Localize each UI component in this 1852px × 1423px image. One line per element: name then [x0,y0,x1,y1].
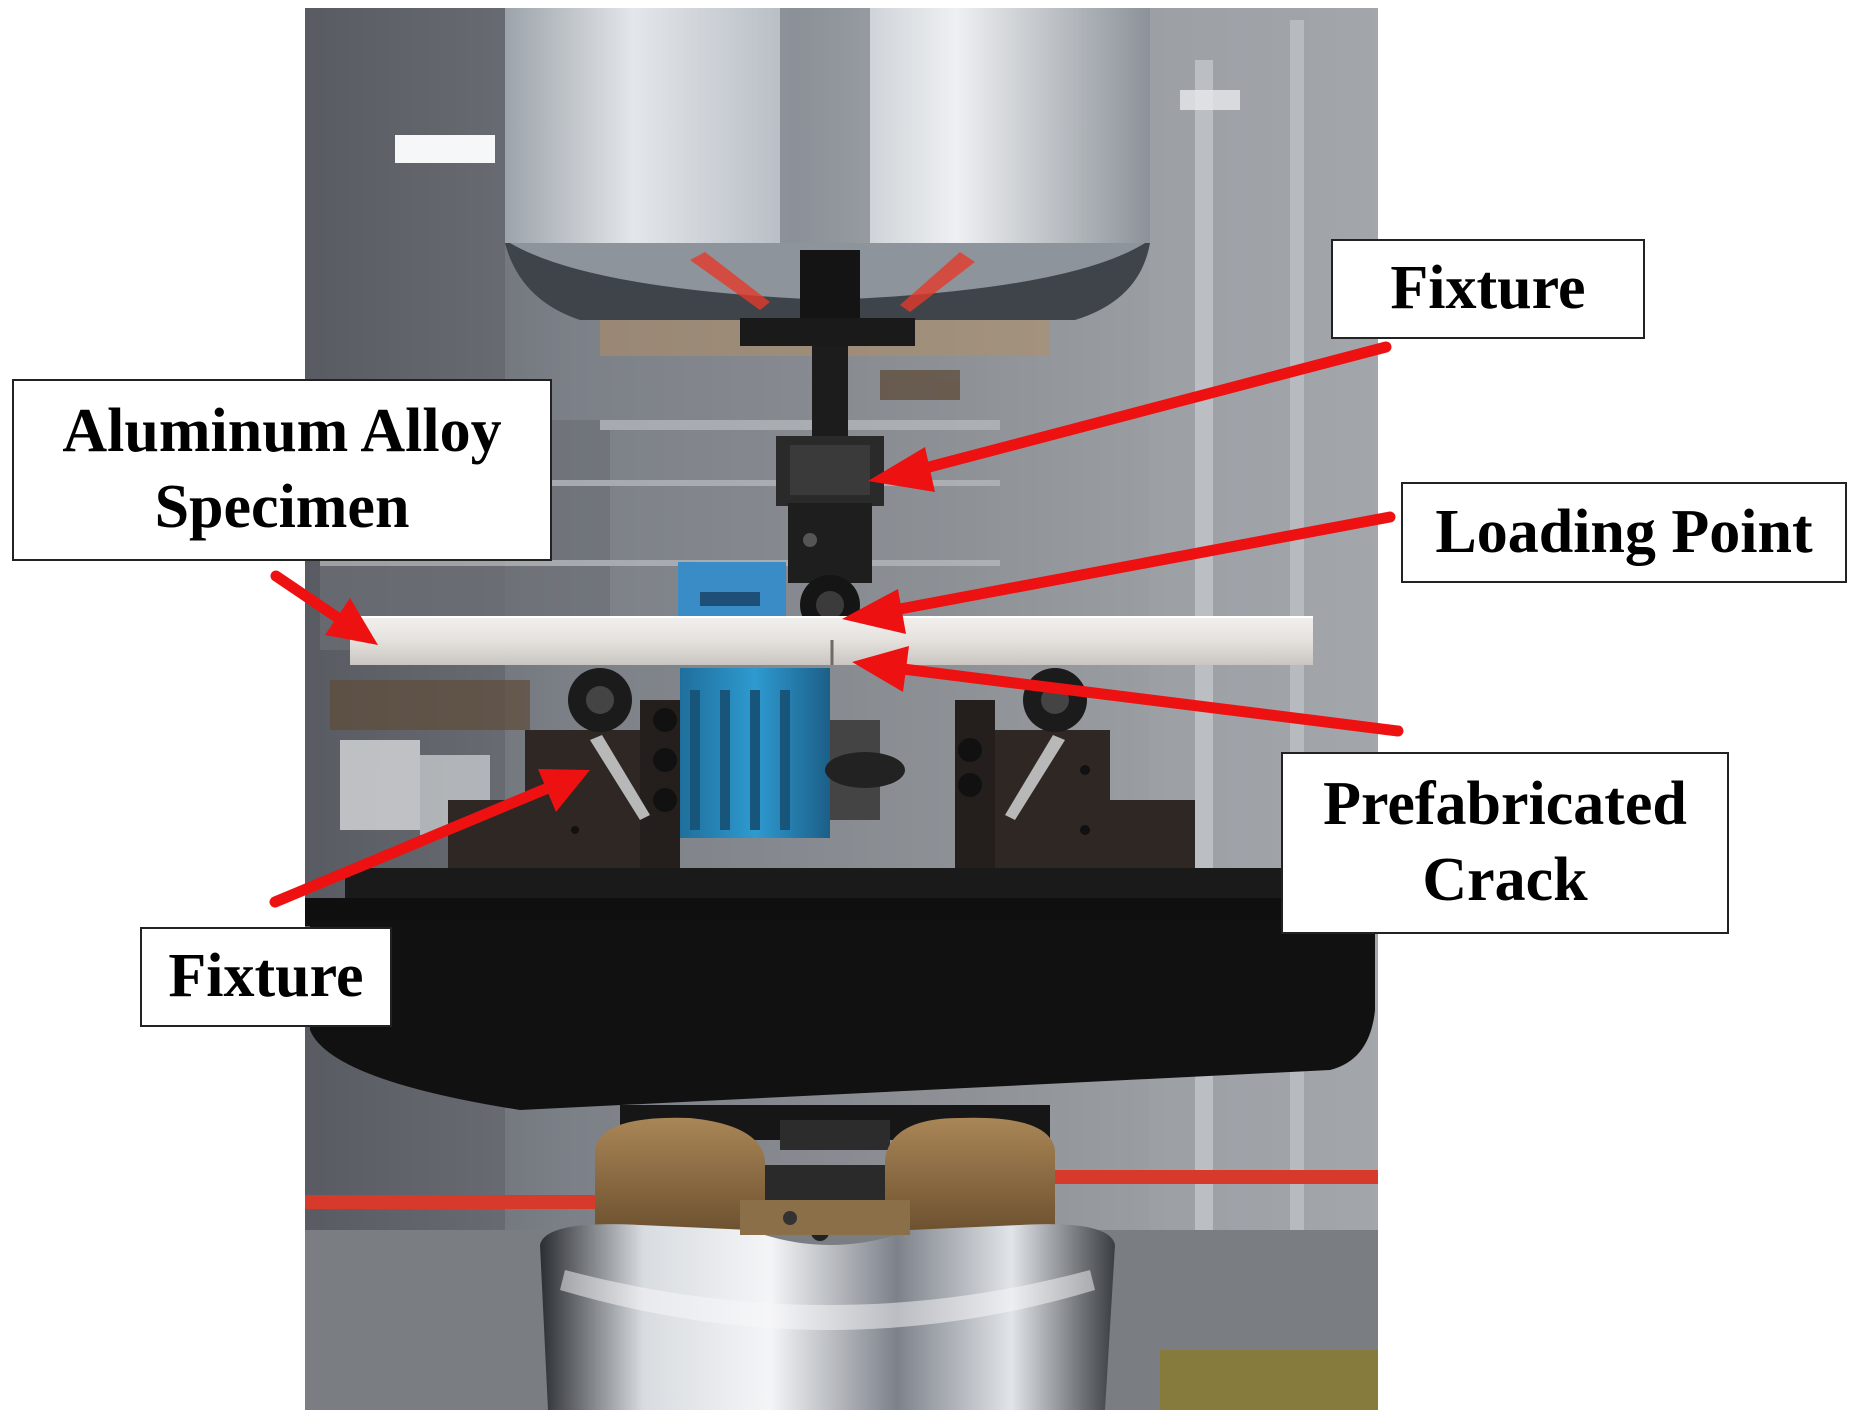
arrow-aluminum-specimen [270,570,378,645]
label-aluminum-line1: Aluminum Alloy [62,397,502,466]
red-pipe [305,1195,605,1209]
label-aluminum-line2: Specimen [154,473,410,541]
upper-fixture [740,250,915,635]
label-fixture-top-text: Fixture [1390,254,1586,323]
annotation-arrows [269,341,1404,908]
blue-box [678,562,786,618]
arrow-fixture-bottom [269,769,590,908]
label-loading-point-text: Loading Point [1435,497,1813,566]
arrow-fixture-top [868,341,1392,492]
lower-chrome-grip [540,1200,1115,1410]
label-prefabricated-crack: Prefabricated Crack [1281,752,1729,934]
label-crack-line2: Crack [1422,846,1588,914]
blue-motor [680,668,905,838]
lower-fixture-right [955,668,1195,900]
label-aluminum-alloy-specimen: Aluminum Alloy Specimen [12,379,552,561]
bronze-discs [595,1117,1055,1230]
label-crack-line1: Prefabricated [1323,770,1687,839]
label-loading-point: Loading Point [1401,482,1847,583]
label-fixture-top: Fixture [1331,239,1645,339]
arrow-loading-point [842,511,1396,634]
arrow-prefabricated-crack [852,646,1404,737]
label-fixture-bottom: Fixture [140,927,392,1027]
label-fixture-bottom-text: Fixture [168,942,364,1011]
